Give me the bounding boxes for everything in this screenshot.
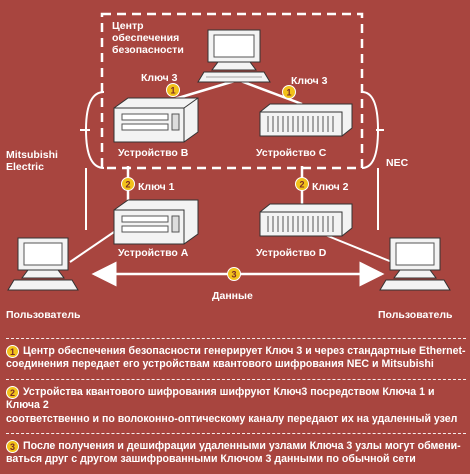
key2-label: Ключ 2	[312, 181, 349, 193]
badge-3: 3	[227, 267, 241, 281]
device-a-icon	[113, 199, 199, 245]
device-b-label: Устройство B	[118, 147, 189, 159]
vendor-right-label: NEC	[386, 157, 409, 169]
user-right-label: Пользователь	[378, 309, 453, 321]
note-2-line-1: Устройства квантового шифрования шифруют…	[6, 385, 435, 412]
svg-text:2: 2	[299, 180, 304, 190]
network-diagram: 1 1 2 2 3 Центр обеспечения безопасности…	[6, 12, 453, 321]
nec-bracket	[361, 91, 384, 169]
note-3-line-2: ваться друг с другом зашифрованными Ключ…	[6, 453, 416, 466]
center-label-line-2: обеспечения	[112, 32, 179, 44]
badge-1: 1	[166, 83, 180, 97]
svg-text:1: 1	[170, 86, 175, 96]
note-3-line-1: После получения и дешифрации удаленными …	[23, 440, 461, 453]
badge-2-left: 2	[121, 177, 135, 191]
device-b-icon	[113, 97, 199, 143]
device-c-label: Устройство C	[256, 147, 327, 159]
user-left-computer-icon	[7, 237, 79, 291]
center-label-line-3: безопасности	[112, 44, 184, 56]
badge-1-right: 1	[282, 85, 296, 99]
note-1-badge: 1	[6, 345, 19, 358]
note-2-line-2: соответственно и по волоконно-оптическом…	[6, 412, 458, 425]
badge-2-right: 2	[295, 177, 309, 191]
data-channel-label: Данные	[212, 290, 253, 302]
link-d-to-user-right	[317, 231, 393, 263]
notes-separator-2	[6, 433, 466, 435]
notes-separator-1	[6, 378, 466, 380]
notes-panel: 1 Центр обеспечения безопасности генериру…	[6, 338, 466, 474]
device-a-label: Устройство A	[118, 247, 189, 259]
key3-left-label: Ключ 3	[141, 72, 178, 84]
note-1: 1 Центр обеспечения безопасности генериру…	[6, 345, 466, 372]
key3-right-label: Ключ 3	[291, 75, 328, 87]
link-center-to-c	[237, 78, 303, 106]
note-3: 3 После получения и дешифрации удаленными…	[6, 440, 466, 467]
device-d-label: Устройство D	[256, 247, 327, 259]
note-3-badge: 3	[6, 440, 19, 454]
center-label-line-1: Центр	[112, 20, 144, 32]
notes-separator-top	[6, 338, 466, 339]
note-1-line-2: соединения передает его устройствам кван…	[6, 358, 434, 371]
svg-text:3: 3	[231, 270, 236, 280]
vendor-left-line-2: Electric	[6, 161, 44, 173]
user-right-computer-icon	[379, 237, 451, 291]
mitsubishi-bracket	[80, 91, 105, 169]
diagram-stage: 1 1 2 2 3 Центр обеспечения безопасности…	[6, 12, 466, 465]
link-a-to-user-left	[69, 231, 115, 263]
vendor-left-line-1: Mitsubishi	[6, 149, 58, 161]
device-c-icon	[259, 103, 353, 137]
note-1-line-1: Центр обеспечения безопасности генерируе…	[23, 345, 466, 357]
note-2-badge: 2	[6, 385, 19, 399]
svg-text:2: 2	[125, 180, 130, 190]
key1-label: Ключ 1	[138, 181, 175, 193]
svg-text:1: 1	[286, 88, 291, 98]
user-left-label: Пользователь	[6, 309, 81, 321]
device-d-icon	[259, 203, 353, 237]
security-center-computer-icon	[197, 29, 271, 83]
